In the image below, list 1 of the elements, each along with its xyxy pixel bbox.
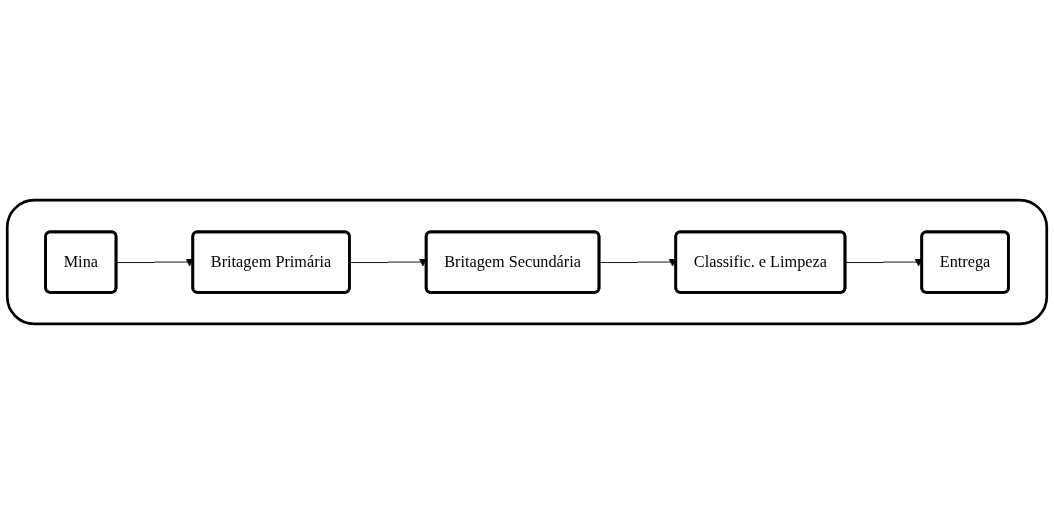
cluster bbox=[5, 198, 1049, 326]
